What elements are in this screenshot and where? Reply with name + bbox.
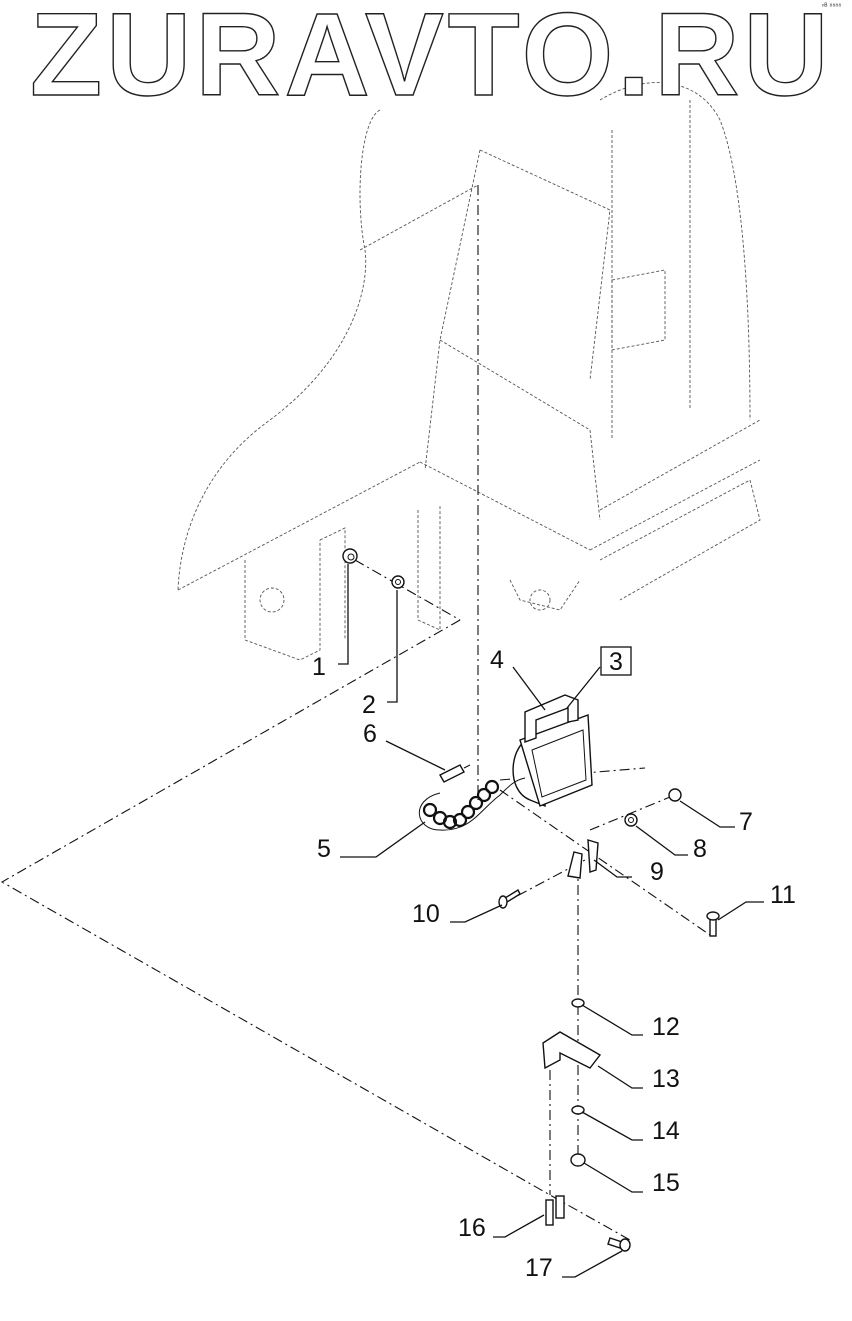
cab-structure-outline [177,82,761,661]
callout-12[interactable]: 12 [652,1013,680,1041]
callout-8[interactable]: 8 [693,835,707,863]
boxed-reference-3[interactable]: 3 [600,646,632,676]
corner-tag: ⁿᴮ ⁸⁸⁸⁸ [822,3,841,10]
callout-5[interactable]: 5 [317,835,331,863]
part-16-clip-holder [545,1195,565,1226]
callout-13[interactable]: 13 [652,1065,680,1093]
callout-3: 3 [609,648,623,676]
part-13-mounting-bracket [542,1031,602,1070]
part-5-coiled-cable [418,777,526,831]
callout-14[interactable]: 14 [652,1117,680,1145]
part-2-washer [391,575,405,589]
callout-15[interactable]: 15 [652,1169,680,1197]
part-14-washer [571,1105,585,1115]
callout-4[interactable]: 4 [490,646,504,674]
part-6-plug [439,764,471,783]
callout-7[interactable]: 7 [739,808,753,836]
part-12-washer [571,998,585,1008]
callout-9[interactable]: 9 [650,858,664,886]
part-1-nut [342,548,358,564]
callout-17[interactable]: 17 [525,1254,553,1282]
part-17-bolt [607,1237,631,1252]
part-11-bolt [706,911,720,937]
watermark: ZURAVTO.RU [30,0,833,121]
callout-16[interactable]: 16 [458,1214,486,1242]
part-8-washer [624,813,638,827]
part-4-work-lamp [512,694,593,808]
part-10-bolt [498,889,521,909]
part-7-nut [668,788,682,802]
leader-lines [338,564,764,1278]
part-9-bracket [567,839,599,879]
callout-labels: 1 2 4 5 6 7 8 9 10 11 12 13 14 15 16 17 [312,646,796,1282]
callout-6[interactable]: 6 [363,720,377,748]
part-15-nut [570,1153,586,1167]
callout-1[interactable]: 1 [312,653,326,681]
callout-10[interactable]: 10 [412,900,440,928]
callout-2[interactable]: 2 [362,691,376,719]
callout-11[interactable]: 11 [770,881,796,909]
assembly-axes [0,185,711,1241]
